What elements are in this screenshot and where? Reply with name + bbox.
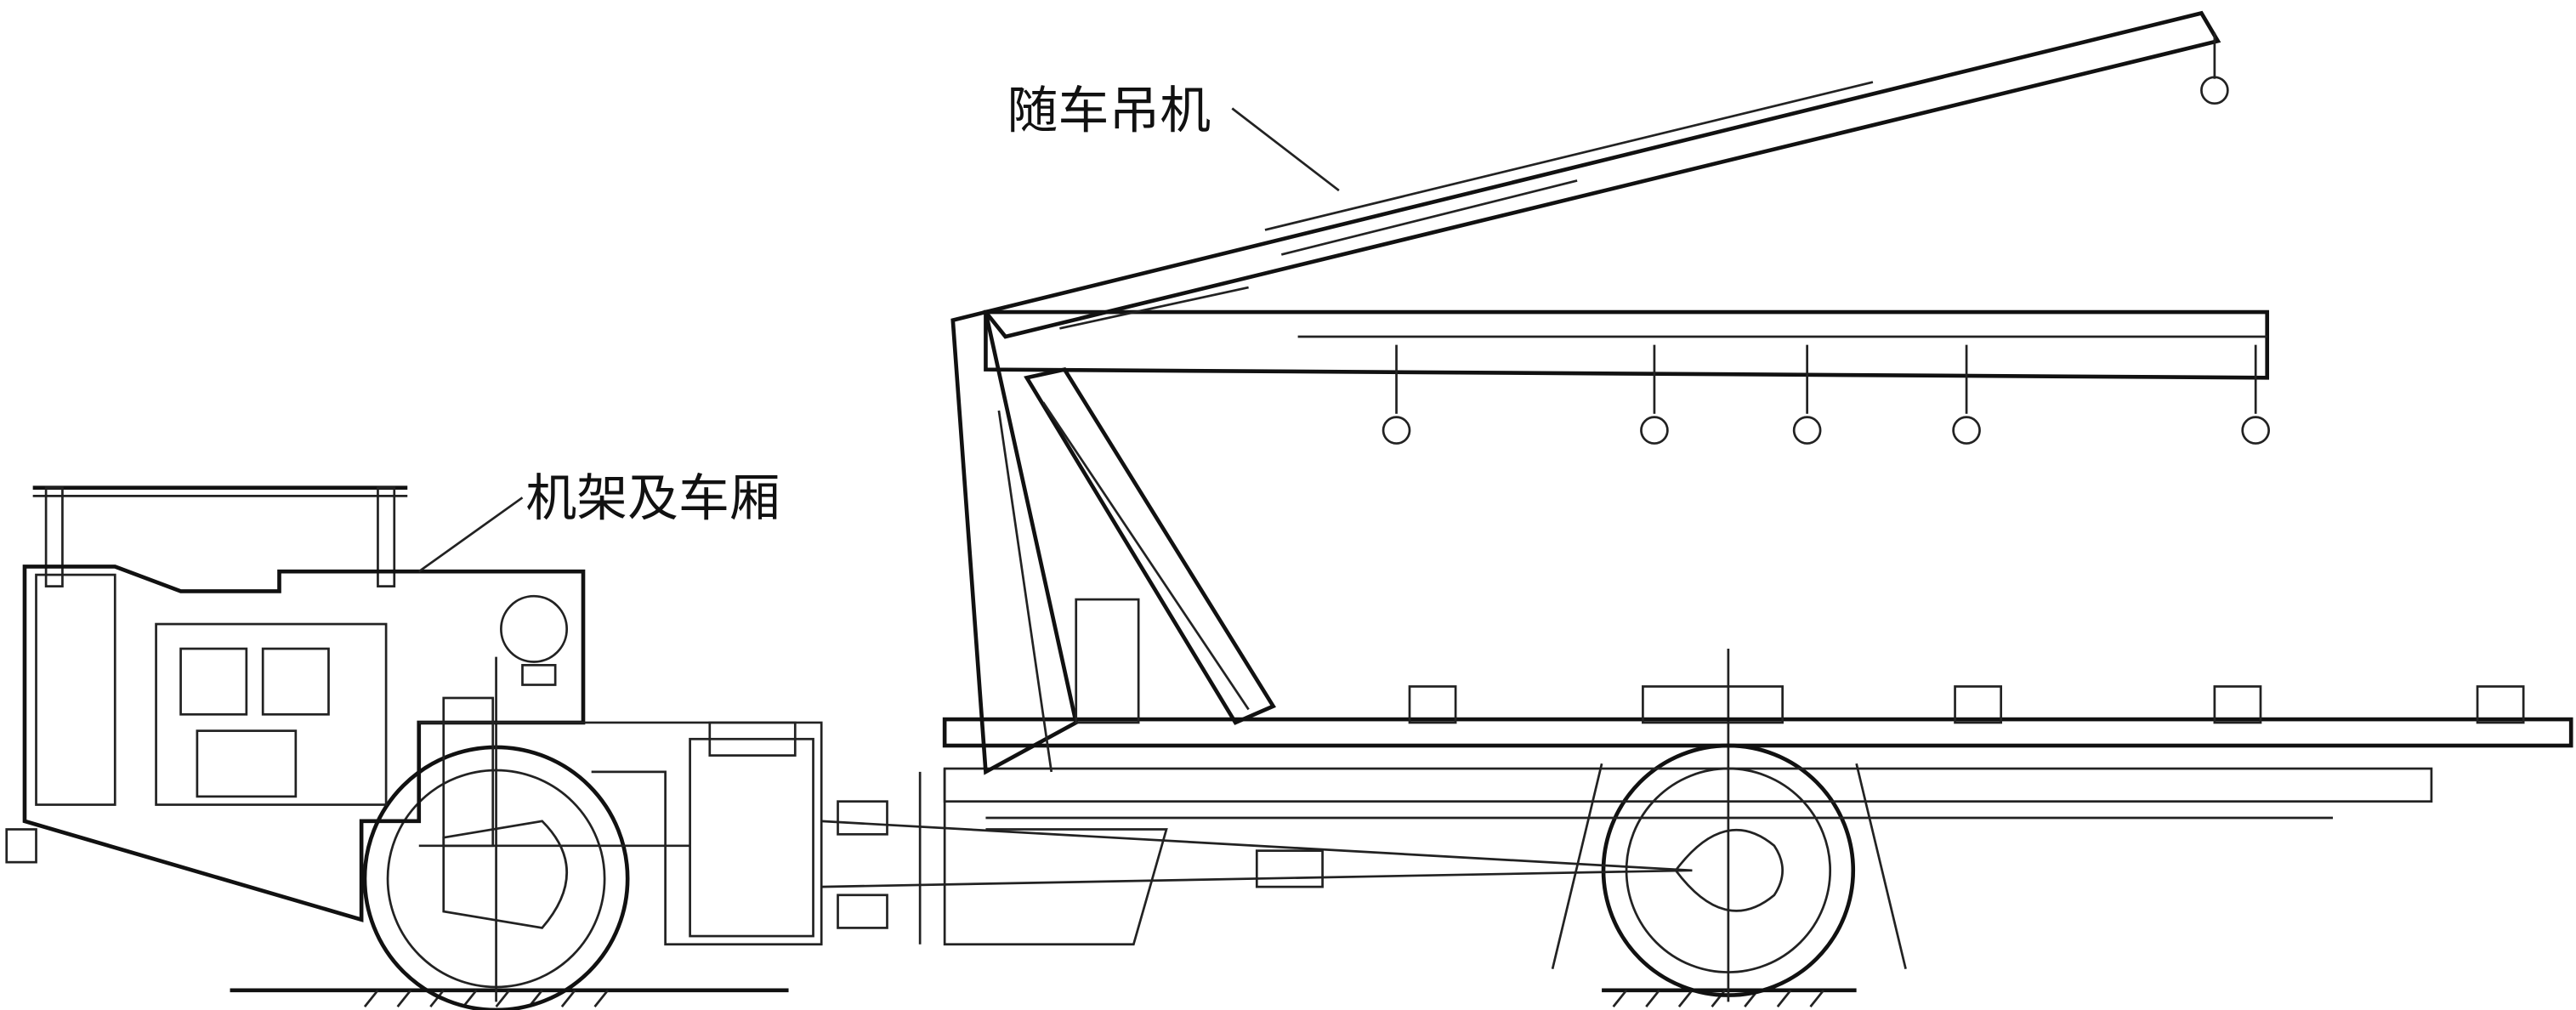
rear-wheel bbox=[1551, 649, 1907, 1002]
label-frame-and-cab-text: 机架及车厢 bbox=[525, 469, 780, 529]
label-crane-text: 随车吊机 bbox=[1007, 82, 1211, 141]
front-wheel bbox=[362, 656, 630, 1010]
label-crane: 随车吊机 bbox=[1007, 82, 1340, 192]
ground-lines bbox=[230, 988, 1857, 1007]
label-frame-and-cab: 机架及车厢 bbox=[417, 469, 780, 573]
crane-hooks bbox=[1382, 32, 2270, 445]
chassis bbox=[821, 685, 2573, 946]
crane bbox=[950, 10, 2270, 775]
frame-and-cab bbox=[5, 485, 823, 946]
